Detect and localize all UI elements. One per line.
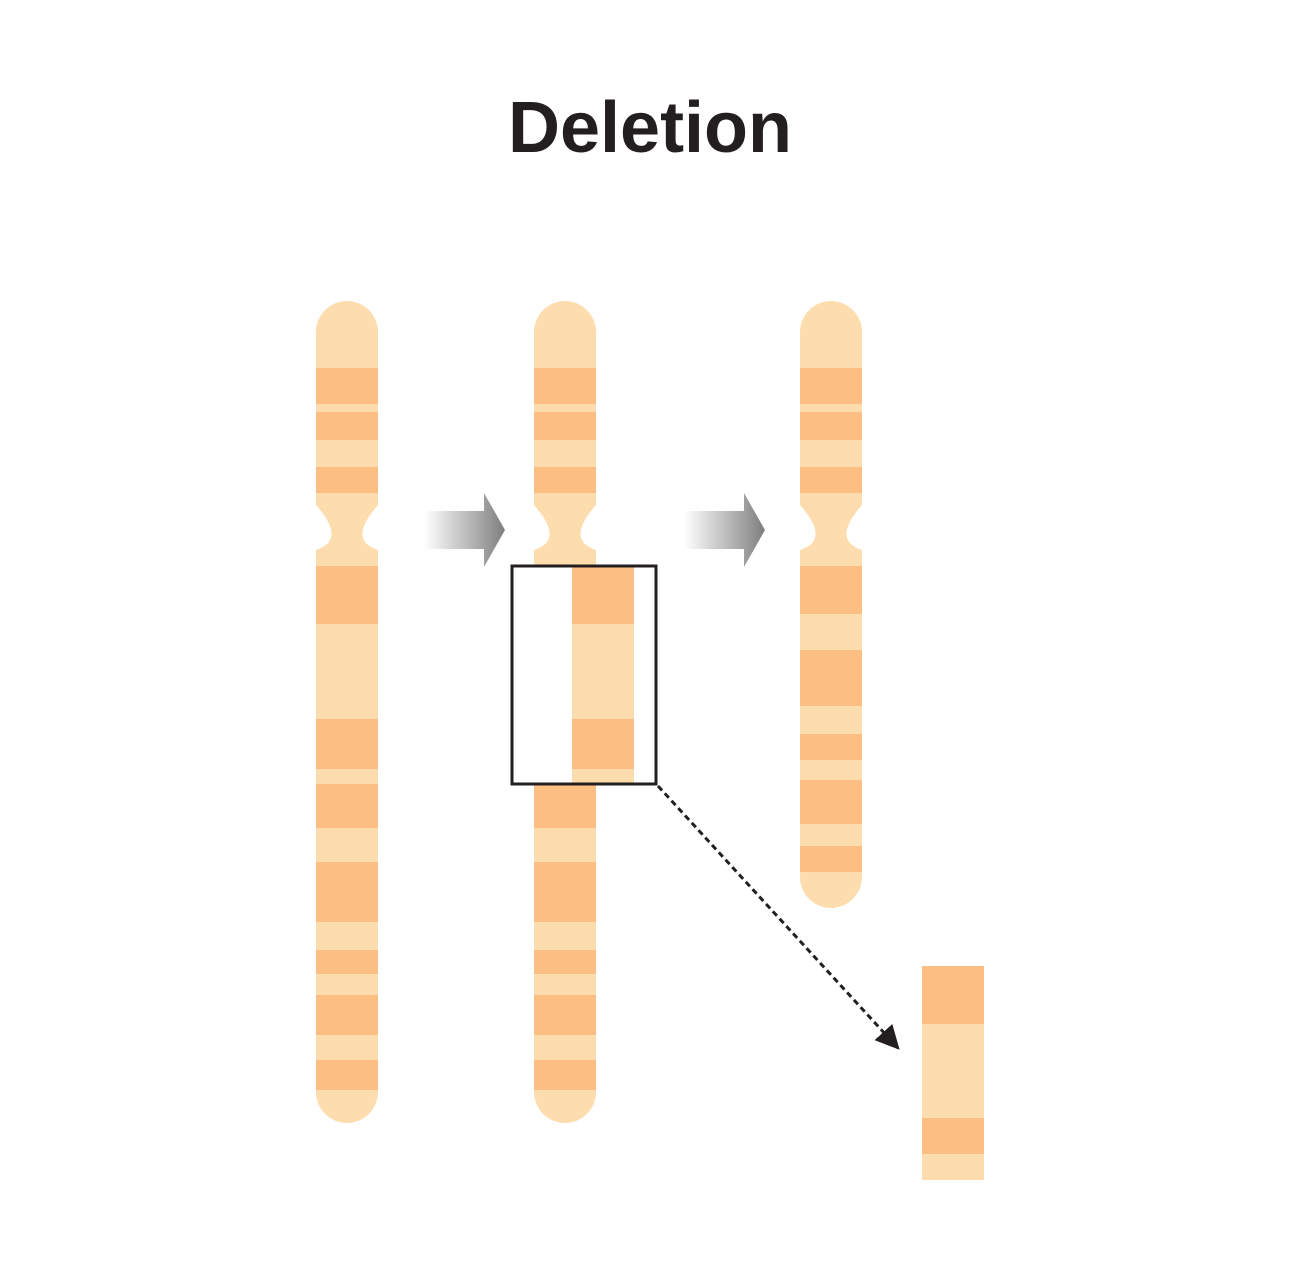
right-arrow-icon (684, 493, 765, 567)
right-arrow-icon (424, 493, 505, 567)
page-title: Deletion (507, 88, 793, 168)
chromosome-original (316, 301, 378, 1123)
chromosome-deleted (800, 301, 862, 908)
selection-box (510, 564, 658, 786)
deleted-region (512, 566, 656, 784)
deleted-fragment (922, 966, 984, 1180)
